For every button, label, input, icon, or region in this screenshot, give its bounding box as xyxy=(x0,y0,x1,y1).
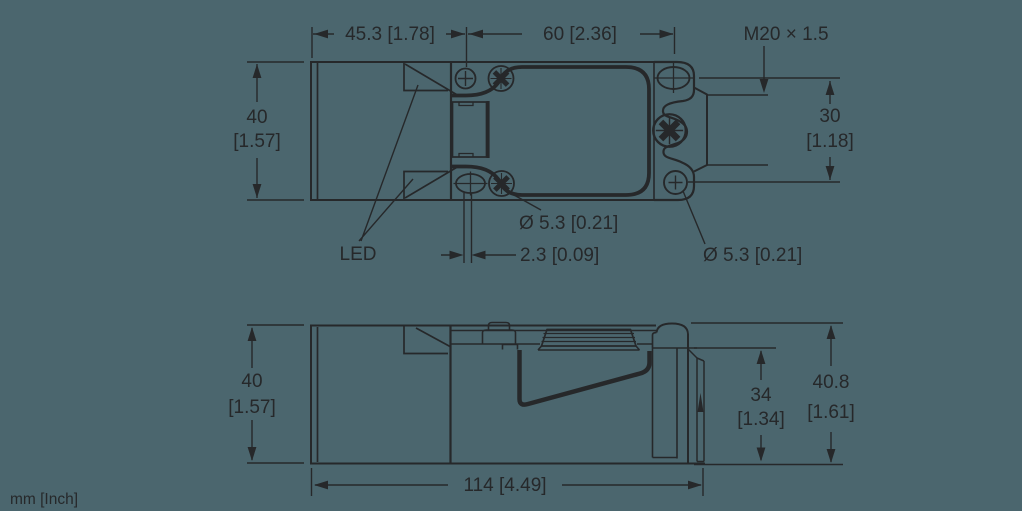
dim-hole-spacing-label: 60 [2.36] xyxy=(543,24,617,45)
terminal-window xyxy=(451,101,488,158)
base-height-mm-label: 34 xyxy=(750,385,772,406)
gland-spacing-inch-label: [1.18] xyxy=(806,131,854,152)
side-height-inch-label: [1.57] xyxy=(228,397,276,418)
arrowhead xyxy=(314,480,328,490)
gland-nut-ribs xyxy=(541,332,636,343)
thread-label: M20 × 1.5 xyxy=(743,24,828,45)
arrowhead xyxy=(247,327,257,341)
side-view-dimensions xyxy=(247,322,843,496)
top-view-dimensions xyxy=(247,27,840,263)
mounting-hole-top-left-cross xyxy=(458,71,473,86)
top-corner-diagonal-upper xyxy=(404,63,460,97)
extension-lines-top xyxy=(311,27,676,67)
base-height-inch-label: [1.34] xyxy=(737,409,785,430)
arrowhead xyxy=(826,325,836,339)
phillips-screw-top xyxy=(489,66,514,91)
side-corner-diagonal xyxy=(415,327,451,348)
gland-dome-cap xyxy=(655,322,689,335)
gland-nut-base xyxy=(537,345,641,351)
extension-lines-gland xyxy=(688,77,840,183)
top-corner-notch-upper xyxy=(403,62,448,92)
terminal-cover-wedge xyxy=(517,350,652,407)
top-view xyxy=(310,60,708,202)
side-right-inner-lines xyxy=(651,348,678,459)
extension-lines-height-top-view xyxy=(247,61,304,201)
hole-rear-label: Ø 5.3 [0.21] xyxy=(703,245,802,266)
ear-round-hole-bottom xyxy=(663,170,688,195)
side-corner-notch xyxy=(403,325,448,355)
side-height-mm-label: 40 xyxy=(241,371,262,392)
top-height-mm-label: 40 xyxy=(246,107,267,128)
labels: 45.3 [1.78] 60 [2.36] M20 × 1.5 40 [1.57… xyxy=(10,24,855,508)
hole-front-leader xyxy=(504,189,542,211)
arrowhead xyxy=(469,29,483,39)
arrowhead xyxy=(756,350,766,364)
arrowhead xyxy=(471,250,486,260)
gland-collar xyxy=(693,86,708,173)
extension-lines-length xyxy=(310,468,704,496)
mounting-tab-profile xyxy=(687,348,705,463)
phillips-screw-ear xyxy=(653,114,686,147)
hole-front-label: Ø 5.3 [0.21] xyxy=(519,213,618,234)
top-height-inch-label: [1.57] xyxy=(233,131,281,152)
gland-spacing-mm-label: 30 xyxy=(819,106,840,127)
arrowhead xyxy=(659,29,674,39)
terminal-window-tab-bottom xyxy=(458,152,474,157)
cap-screw-flange xyxy=(481,329,517,344)
cover-step-block xyxy=(501,343,519,350)
arrowhead xyxy=(247,447,257,461)
units-label: mm [Inch] xyxy=(10,491,78,508)
arrowhead xyxy=(252,64,262,78)
terminal-window-tab-top xyxy=(458,102,474,107)
extension-lines-offset xyxy=(463,193,473,263)
top-body-outline xyxy=(310,61,654,201)
arrowhead xyxy=(252,184,262,198)
arrowhead xyxy=(759,79,769,93)
hole-offset-label: 2.3 [0.09] xyxy=(520,245,599,266)
length-label: 114 [4.49] xyxy=(463,475,546,496)
overall-height-mm-label: 40.8 xyxy=(813,372,850,393)
led-leader-lines xyxy=(358,84,419,242)
gland-nut-outline xyxy=(540,328,637,347)
mounting-tab-notch xyxy=(697,393,704,412)
side-view xyxy=(310,321,705,465)
arrowhead xyxy=(825,81,835,95)
top-corner-diagonal-lower xyxy=(404,165,460,199)
side-body-outline xyxy=(310,324,705,465)
led-label: LED xyxy=(340,244,377,265)
cap-screw-dome xyxy=(487,321,511,330)
extension-lines-height-side-view xyxy=(247,324,304,464)
top-corner-notch-lower xyxy=(403,170,448,200)
arrowhead xyxy=(449,250,464,260)
oval-hole-bottom-left-cross xyxy=(453,171,488,196)
arrowhead xyxy=(826,449,836,463)
arrowhead xyxy=(756,447,766,462)
side-right-detail-lines xyxy=(652,347,697,459)
mounting-ear-outline xyxy=(654,60,696,202)
mounting-hole-top-left xyxy=(454,67,477,90)
dim-face-length-label: 45.3 [1.78] xyxy=(345,24,435,45)
overall-height-inch-label: [1.61] xyxy=(807,402,855,423)
gland-dome-collar xyxy=(651,331,689,348)
arrowhead xyxy=(688,480,702,490)
arrowhead xyxy=(451,29,465,39)
hole-rear-leader xyxy=(682,190,706,245)
ear-round-hole-bottom-cross xyxy=(668,175,683,190)
arrowhead xyxy=(314,29,328,39)
ear-oval-hole-top-cross xyxy=(653,63,694,93)
arrowhead xyxy=(825,166,835,180)
